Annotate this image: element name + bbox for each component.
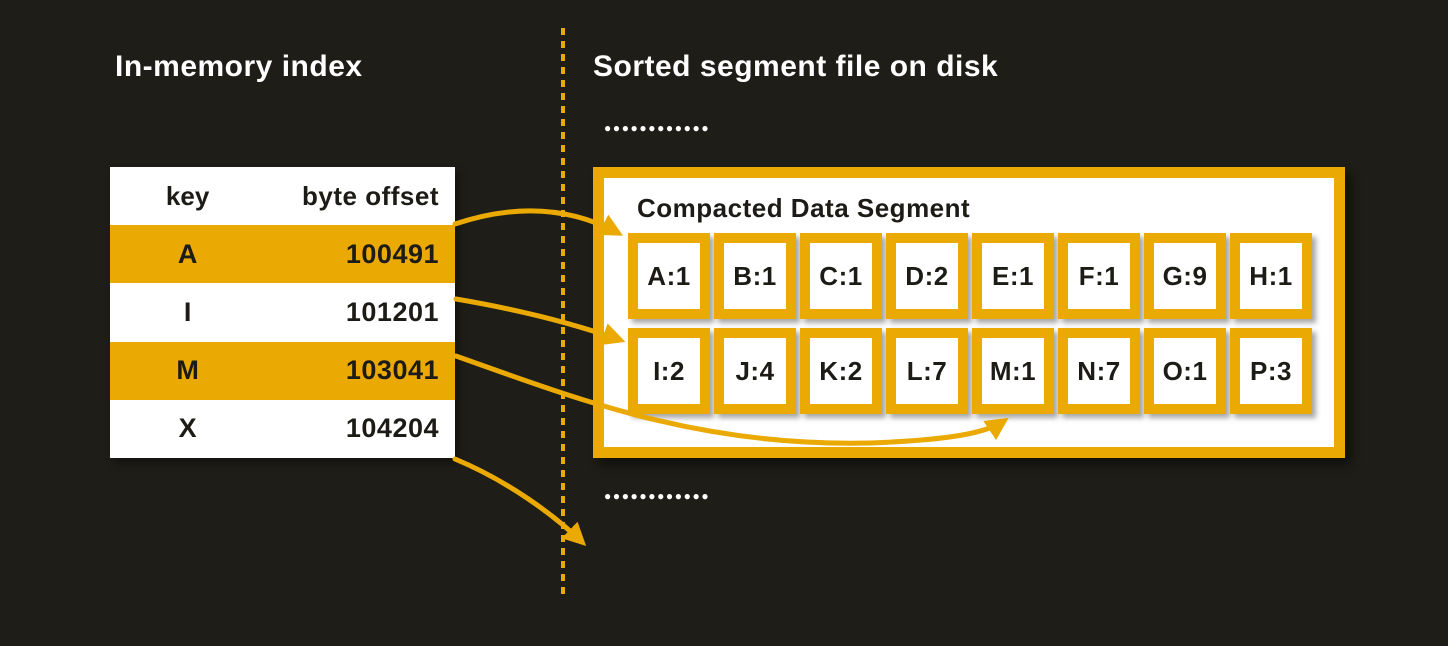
index-table-row-i: I 101201 bbox=[110, 283, 455, 341]
sorted-segment-file-title: Sorted segment file on disk bbox=[593, 50, 999, 83]
segment-cell-i2: I:2 bbox=[628, 328, 710, 414]
key-cell: A bbox=[177, 238, 198, 269]
index-table-row-x: X 104204 bbox=[110, 400, 455, 458]
ellipsis-dots-top: ●●●●●●●●●●●● bbox=[604, 121, 711, 135]
index-table-row-m: M 103041 bbox=[110, 341, 455, 400]
index-table-header-row: key byte offset bbox=[110, 167, 455, 225]
byte-offset-cell: 100491 bbox=[345, 238, 439, 269]
segment-cell-j4: J:4 bbox=[714, 328, 796, 414]
key-cell: X bbox=[178, 413, 197, 444]
segment-cell-c1: C:1 bbox=[800, 233, 882, 319]
column-header-byte-offset: byte offset bbox=[302, 180, 439, 211]
index-table-row-a: A 100491 bbox=[110, 225, 455, 284]
arrow-to-next-segment bbox=[452, 456, 587, 546]
segment-cell-n7: N:7 bbox=[1058, 328, 1140, 414]
segment-cell-k2: K:2 bbox=[800, 328, 882, 414]
segment-cell-f1: F:1 bbox=[1058, 233, 1140, 319]
segment-cell-p3: P:3 bbox=[1230, 328, 1312, 414]
byte-offset-cell: 103041 bbox=[345, 355, 439, 386]
column-header-key: key bbox=[165, 180, 210, 211]
byte-offset-cell: 101201 bbox=[345, 297, 439, 327]
segment-cell-g9: G:9 bbox=[1144, 233, 1226, 319]
key-cell: I bbox=[183, 297, 192, 327]
segment-cell-h1: H:1 bbox=[1230, 233, 1312, 319]
segment-cell-e1: E:1 bbox=[972, 233, 1054, 319]
segment-cell-o1: O:1 bbox=[1144, 328, 1226, 414]
segment-title: Compacted Data Segment bbox=[637, 193, 971, 223]
ellipsis-dots-bottom: ●●●●●●●●●●●● bbox=[604, 489, 711, 503]
byte-offset-cell: 104204 bbox=[345, 413, 439, 444]
segment-cell-l7: L:7 bbox=[886, 328, 968, 414]
segment-cell-a1: A:1 bbox=[628, 233, 710, 319]
segment-cell-m1: M:1 bbox=[972, 328, 1054, 414]
segment-cell-d2: D:2 bbox=[886, 233, 968, 319]
segment-cell-b1: B:1 bbox=[714, 233, 796, 319]
in-memory-index-title: In-memory index bbox=[115, 50, 363, 83]
key-cell: M bbox=[176, 355, 199, 386]
